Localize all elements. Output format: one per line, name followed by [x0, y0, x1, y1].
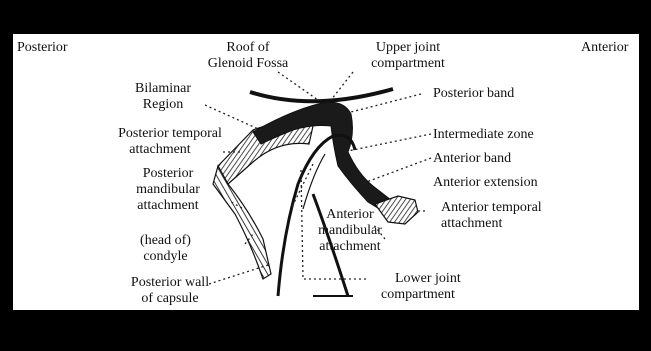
anterior-mandibular-label-line3: attachment: [305, 239, 395, 254]
anterior-temporal-label-line1: Anterior temporal: [441, 200, 542, 215]
anterior-band-label: Anterior band: [433, 151, 511, 166]
posterior-temporal-label-line1: Posterior temporal: [95, 126, 245, 141]
posterior-temporal-label-line2: attachment: [95, 142, 225, 157]
upper-joint-label-line1: Upper joint: [348, 40, 468, 55]
lower-joint-label-line2: compartment: [381, 287, 455, 302]
tmj-drawing: [13, 34, 639, 310]
posterior-mandibular-tissue: [213, 166, 271, 279]
anterior-label: Anterior: [581, 40, 628, 55]
posterior-label: Posterior: [17, 40, 68, 55]
bilaminar-label-line1: Bilaminar: [128, 81, 198, 96]
bilaminar-label-line2: Region: [128, 97, 198, 112]
posterior-wall-label-line2: of capsule: [115, 291, 225, 306]
lower-joint-label-line1: Lower joint: [395, 271, 461, 286]
diagram-panel: Posterior Anterior Roof of Glenoid Fossa…: [13, 34, 639, 310]
upper-joint-label-line2: compartment: [348, 56, 468, 71]
condyle-label-line2: condyle: [128, 249, 203, 264]
posterior-mandibular-label-line3: attachment: [123, 198, 213, 213]
roof-label-line2: Glenoid Fossa: [193, 56, 303, 71]
posterior-band-label: Posterior band: [433, 86, 514, 101]
intermediate-zone-label: Intermediate zone: [433, 127, 534, 142]
posterior-wall-label-line1: Posterior wall: [115, 275, 225, 290]
anterior-mandibular-label-line2: mandibular: [305, 223, 395, 238]
posterior-mandibular-label-line2: mandibular: [123, 182, 213, 197]
anterior-extension-label: Anterior extension: [433, 175, 538, 190]
condyle-label-line1: (head of): [128, 233, 203, 248]
anterior-temporal-label-line2: attachment: [441, 216, 502, 231]
glenoid-fossa-roof: [250, 89, 393, 101]
posterior-mandibular-label-line1: Posterior: [123, 166, 213, 181]
roof-label-line1: Roof of: [193, 40, 303, 55]
anterior-mandibular-label-line1: Anterior: [305, 207, 395, 222]
